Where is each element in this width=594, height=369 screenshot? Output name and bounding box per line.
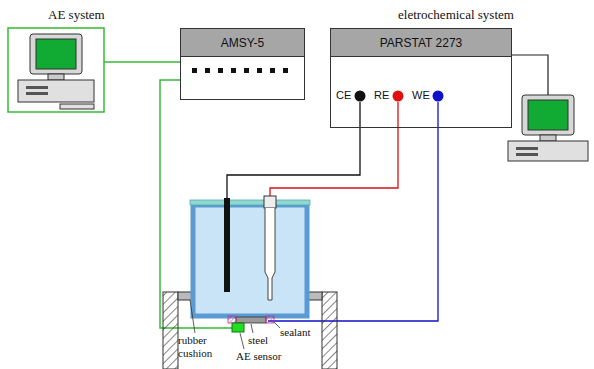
re-terminal [393, 91, 404, 102]
part-label: sealant [280, 326, 311, 339]
drive-slot [26, 92, 48, 95]
channel-dots [192, 68, 288, 73]
screen [36, 39, 76, 69]
ae-computer [8, 28, 104, 112]
leader-line [274, 322, 280, 328]
channel-dot [270, 68, 275, 73]
channel-dot [244, 68, 249, 73]
drive-slot [516, 153, 538, 156]
cell-lid [190, 200, 310, 205]
channel-dot [231, 68, 236, 73]
sealant [266, 316, 274, 323]
system-label: AE system [48, 8, 105, 23]
instrument-box: AMSY-5 [180, 28, 305, 100]
part-label: steel [248, 334, 268, 347]
keyboard [60, 104, 94, 109]
monitor-stand [540, 135, 556, 141]
monitor [30, 34, 82, 74]
ec-computer [508, 95, 588, 161]
electrochemical-cell [190, 196, 310, 332]
part-label: rubber cushion [178, 334, 226, 359]
monitor-stand [48, 74, 64, 80]
steel [236, 317, 266, 323]
re-wire [270, 102, 398, 198]
support-left [163, 292, 178, 369]
sealant [228, 316, 236, 323]
terminal-label: WE [412, 89, 430, 102]
we-terminal [433, 91, 444, 102]
cell-wall [193, 205, 307, 316]
system-label: eletrochemical system [398, 8, 514, 23]
terminal-label: RE [374, 89, 389, 102]
terminal-label: CE [336, 89, 351, 102]
leader-line [240, 333, 244, 349]
part-label: AE sensor [236, 350, 282, 363]
counter-electrode [224, 198, 230, 292]
channel-dot [283, 68, 288, 73]
reference-cap [264, 196, 276, 208]
drive-slot [26, 86, 48, 89]
ec-cable [512, 55, 548, 95]
screen [528, 100, 568, 130]
channel-dot [192, 68, 197, 73]
computer-case [18, 80, 94, 102]
drive-slot [516, 147, 538, 150]
reference-electrode [265, 208, 275, 300]
computer-frame [8, 28, 104, 112]
channel-dot [257, 68, 262, 73]
instrument-name: PARSTAT 2273 [331, 29, 511, 57]
support-right [322, 292, 337, 369]
instrument-box: PARSTAT 2273 [330, 28, 512, 128]
ce-terminal [355, 91, 366, 102]
instrument-name: AMSY-5 [181, 29, 304, 57]
leader-line [190, 300, 195, 333]
ae-cable [104, 61, 180, 63]
channel-dot [218, 68, 223, 73]
monitor [522, 95, 574, 135]
ce-wire [227, 102, 360, 200]
ae-sensor [232, 323, 244, 332]
channel-dot [205, 68, 210, 73]
computer-case [508, 141, 588, 161]
leader-line [251, 324, 253, 333]
